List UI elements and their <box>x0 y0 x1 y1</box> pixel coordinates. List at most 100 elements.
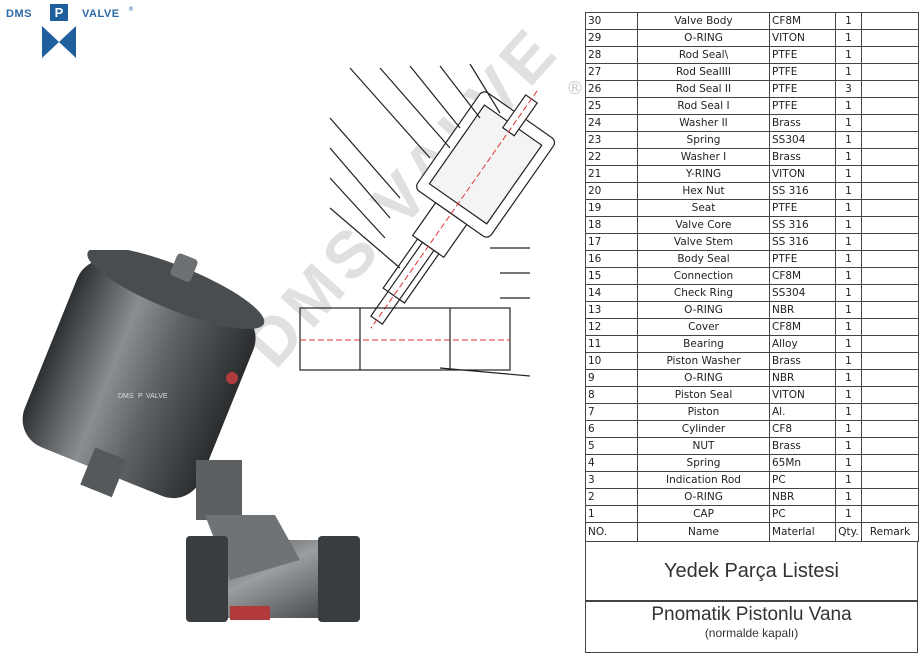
cell-material: Brass <box>769 148 836 166</box>
cell-qty: 1 <box>835 114 862 132</box>
cell-material: CF8M <box>769 12 836 30</box>
cell-qty: 1 <box>835 369 862 387</box>
logo-mark-letter: P <box>55 5 64 20</box>
cell-material: PTFE <box>769 250 836 268</box>
cell-remark <box>861 403 919 421</box>
cell-remark <box>861 148 919 166</box>
company-logo: DMS P VALVE ® <box>6 4 136 58</box>
cell-material: SS 316 <box>769 216 836 234</box>
valve-product-image: DMS P VALVE <box>22 250 360 622</box>
cell-remark <box>861 386 919 404</box>
cell-no: 14 <box>585 284 638 302</box>
cell-material: NBR <box>769 301 836 319</box>
cell-name: Rod Seal I <box>637 97 770 115</box>
cell-no: 8 <box>585 386 638 404</box>
cell-remark <box>861 250 919 268</box>
cell-qty: 1 <box>835 335 862 353</box>
cell-remark <box>861 29 919 47</box>
cell-no: 18 <box>585 216 638 234</box>
cell-remark <box>861 199 919 217</box>
cell-name: O-RING <box>637 369 770 387</box>
header-qty: Qty. <box>835 522 862 542</box>
cell-material: PTFE <box>769 80 836 98</box>
cell-material: SS 316 <box>769 233 836 251</box>
cell-name: Piston <box>637 403 770 421</box>
cell-name: Piston Seal <box>637 386 770 404</box>
cell-name: CAP <box>637 505 770 523</box>
cross-section-drawing <box>299 63 556 377</box>
cell-qty: 1 <box>835 199 862 217</box>
cell-qty: 1 <box>835 250 862 268</box>
cell-no: 17 <box>585 233 638 251</box>
cell-material: NBR <box>769 369 836 387</box>
cell-no: 26 <box>585 80 638 98</box>
cell-no: 25 <box>585 97 638 115</box>
cell-qty: 1 <box>835 403 862 421</box>
cell-qty: 1 <box>835 505 862 523</box>
cell-no: 10 <box>585 352 638 370</box>
cell-material: Alloy <box>769 335 836 353</box>
cell-remark <box>861 437 919 455</box>
cell-qty: 1 <box>835 420 862 438</box>
cell-no: 23 <box>585 131 638 149</box>
logo-text-right: VALVE <box>82 8 120 20</box>
cell-remark <box>861 471 919 489</box>
cell-name: Bearing <box>637 335 770 353</box>
cell-remark <box>861 267 919 285</box>
cell-no: 27 <box>585 63 638 81</box>
cell-qty: 1 <box>835 386 862 404</box>
cell-remark <box>861 488 919 506</box>
cell-remark <box>861 284 919 302</box>
cell-qty: 3 <box>835 80 862 98</box>
cell-no: 21 <box>585 165 638 183</box>
cell-material: CF8M <box>769 318 836 336</box>
cell-remark <box>861 352 919 370</box>
cell-qty: 1 <box>835 29 862 47</box>
cell-material: Brass <box>769 437 836 455</box>
cell-remark <box>861 216 919 234</box>
cell-material: VITON <box>769 386 836 404</box>
cell-no: 19 <box>585 199 638 217</box>
cell-name: Seat <box>637 199 770 217</box>
header-remark: Remark <box>861 522 919 542</box>
cell-material: PTFE <box>769 63 836 81</box>
cell-name: O-RING <box>637 29 770 47</box>
cell-material: PTFE <box>769 46 836 64</box>
cell-name: Washer II <box>637 114 770 132</box>
cell-remark <box>861 97 919 115</box>
cell-no: 15 <box>585 267 638 285</box>
cell-remark <box>861 12 919 30</box>
cell-material: PTFE <box>769 199 836 217</box>
cell-qty: 1 <box>835 165 862 183</box>
cell-material: SS304 <box>769 284 836 302</box>
cell-name: Rod Seal II <box>637 80 770 98</box>
cell-qty: 1 <box>835 216 862 234</box>
cylinder-brand-mark: P <box>138 393 143 400</box>
cell-name: Piston Washer <box>637 352 770 370</box>
product-subtitle-box: Pnomatik Pistonlu Vana (normalde kapalı) <box>585 601 918 653</box>
cell-material: VITON <box>769 165 836 183</box>
cell-name: Valve Body <box>637 12 770 30</box>
cell-qty: 1 <box>835 454 862 472</box>
cell-qty: 1 <box>835 131 862 149</box>
cell-no: 16 <box>585 250 638 268</box>
cell-name: Cover <box>637 318 770 336</box>
cell-no: 7 <box>585 403 638 421</box>
